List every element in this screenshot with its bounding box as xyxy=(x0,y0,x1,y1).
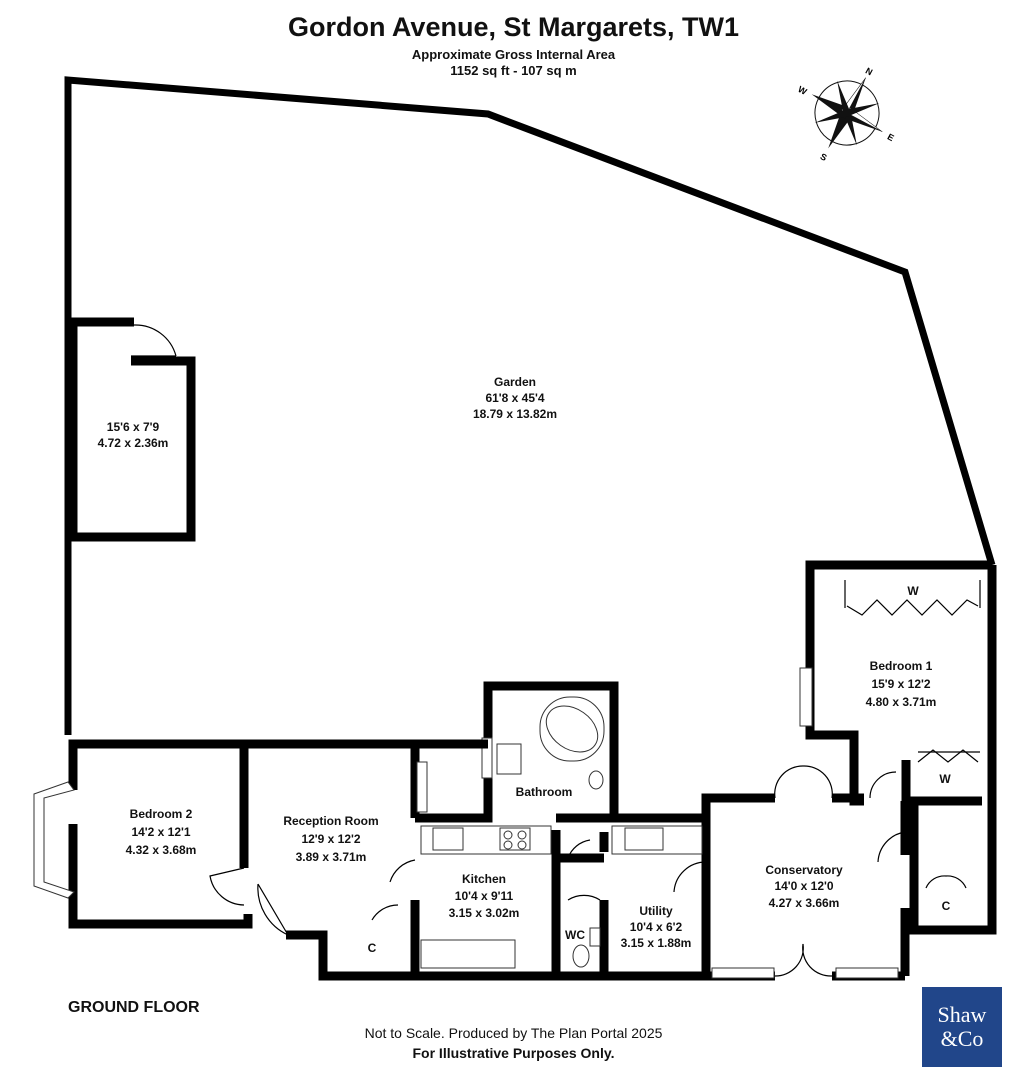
cupboard-label-reception: C xyxy=(368,941,377,955)
window-bedroom1 xyxy=(799,667,813,727)
footer-disclaimer: Not to Scale. Produced by The Plan Porta… xyxy=(364,1025,663,1041)
utility-name: Utility xyxy=(639,904,673,918)
kitchen-name: Kitchen xyxy=(462,872,506,886)
utility-metric: 3.15 x 1.88m xyxy=(621,936,692,950)
window-conservatory-left xyxy=(711,967,775,979)
wardrobe-label-top: W xyxy=(907,584,919,598)
conservatory-imperial: 14'0 x 12'0 xyxy=(774,879,833,893)
bedroom2-imperial: 14'2 x 12'1 xyxy=(131,825,190,839)
compass-rose-icon: N S E W xyxy=(796,66,896,163)
reception-imperial: 12'9 x 12'2 xyxy=(301,832,360,846)
area-value: 1152 sq ft - 107 sq m xyxy=(450,63,577,78)
garden-boundary xyxy=(64,76,996,735)
window-conservatory-right xyxy=(835,967,899,979)
compass-west: W xyxy=(796,84,809,97)
compass-north: N xyxy=(864,66,874,78)
garden-metric: 18.79 x 13.82m xyxy=(473,407,557,421)
outbuilding xyxy=(68,317,196,542)
reception-name: Reception Room xyxy=(283,814,378,828)
outbuilding-imperial: 15'6 x 7'9 xyxy=(107,420,160,434)
logo-line1: Shaw xyxy=(937,1002,987,1027)
compass-east: E xyxy=(886,132,896,144)
window-reception xyxy=(416,761,428,813)
logo-line2: &Co xyxy=(940,1026,984,1051)
wardrobe-bottom xyxy=(917,749,980,763)
conservatory-name: Conservatory xyxy=(765,863,843,877)
bedroom2-metric: 4.32 x 3.68m xyxy=(126,843,197,857)
bedroom1-metric: 4.80 x 3.71m xyxy=(866,695,937,709)
utility-imperial: 10'4 x 6'2 xyxy=(630,920,683,934)
kitchen-imperial: 10'4 x 9'11 xyxy=(455,889,514,903)
shaw-co-logo: Shaw &Co xyxy=(922,987,1002,1067)
bay-window xyxy=(33,781,75,899)
reception-metric: 3.89 x 3.71m xyxy=(296,850,367,864)
bedroom1-imperial: 15'9 x 12'2 xyxy=(871,677,930,691)
conservatory-metric: 4.27 x 3.66m xyxy=(769,896,840,910)
footer-illustrative: For Illustrative Purposes Only. xyxy=(412,1045,615,1061)
wardrobe-label-bottom: W xyxy=(939,772,951,786)
floor-label: GROUND FLOOR xyxy=(68,999,200,1016)
bathroom-name: Bathroom xyxy=(516,785,573,799)
outbuilding-metric: 4.72 x 2.36m xyxy=(98,436,169,450)
wardrobe-top xyxy=(844,580,981,616)
bathroom-walls xyxy=(481,681,619,820)
kitchen-metric: 3.15 x 3.02m xyxy=(449,906,520,920)
cupboard-label-hall: C xyxy=(942,899,951,913)
kitchen-fittings xyxy=(420,825,703,969)
garden-name: Garden xyxy=(494,375,536,389)
plan-title: Gordon Avenue, St Margarets, TW1 xyxy=(287,12,740,42)
area-label: Approximate Gross Internal Area xyxy=(411,47,616,62)
wc-name: WC xyxy=(565,928,585,942)
doors xyxy=(209,765,967,977)
compass-south: S xyxy=(819,151,829,163)
bedroom2-name: Bedroom 2 xyxy=(130,807,193,821)
garden-imperial: 61'8 x 45'4 xyxy=(485,391,544,405)
bedroom1-name: Bedroom 1 xyxy=(870,659,933,673)
